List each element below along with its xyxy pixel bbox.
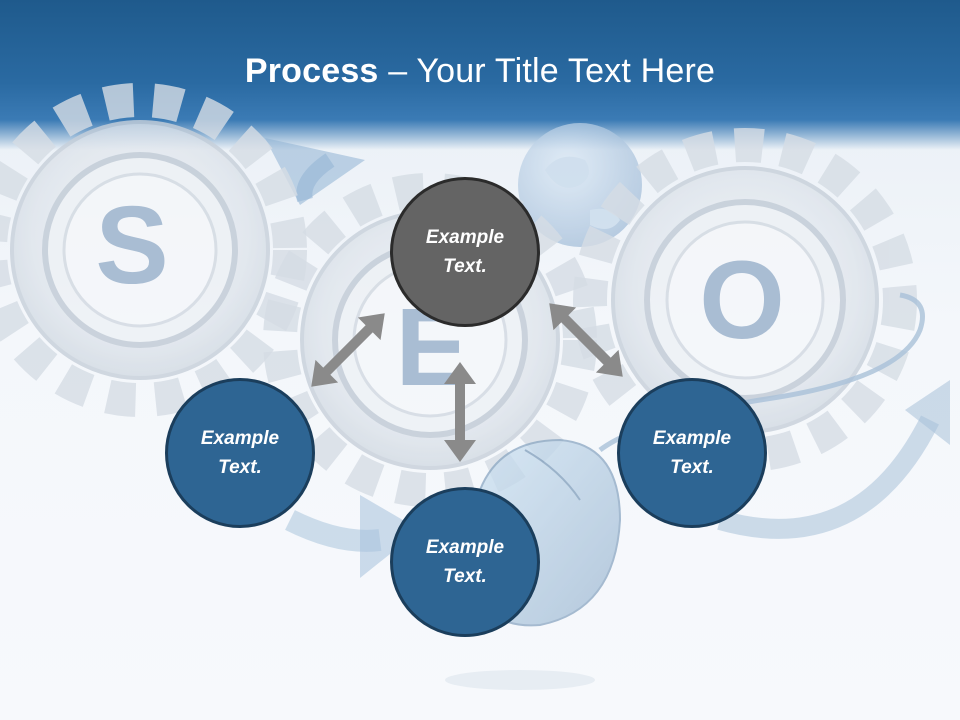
process-node-bottom[interactable]: Example Text. xyxy=(390,487,540,637)
title-rest: – Your Title Text Here xyxy=(378,52,716,90)
process-node-top[interactable]: Example Text. xyxy=(390,177,540,327)
node-label: Example Text. xyxy=(652,428,732,478)
gear-icon xyxy=(0,83,307,417)
node-label: Example Text. xyxy=(425,227,505,277)
gear-icon xyxy=(573,128,917,472)
globe-icon xyxy=(518,123,642,247)
double-arrow-icon xyxy=(311,313,385,387)
process-node-right[interactable]: Example Text. xyxy=(617,378,767,528)
letter-o: O xyxy=(699,239,785,362)
letter-s: S xyxy=(95,184,168,307)
slide-title: Process – Your Title Text Here xyxy=(0,52,960,91)
process-node-left[interactable]: Example Text. xyxy=(165,378,315,528)
node-label: Example Text. xyxy=(425,537,505,587)
double-arrow-icon xyxy=(444,362,476,462)
double-arrow-icon xyxy=(549,303,623,377)
title-bold: Process xyxy=(244,52,379,90)
node-label: Example Text. xyxy=(200,428,280,478)
